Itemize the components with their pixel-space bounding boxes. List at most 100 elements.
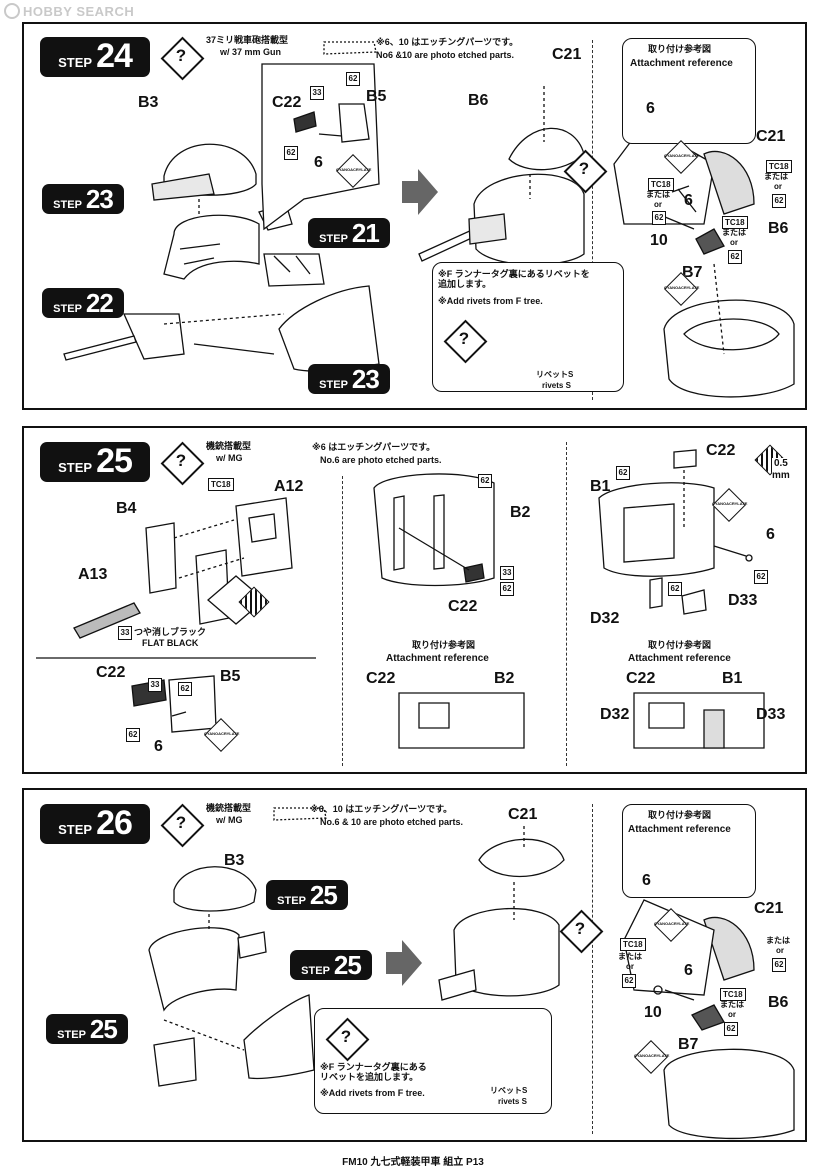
attach-jp: 取り付け参考図	[412, 640, 476, 650]
paint-62d: 62	[500, 582, 514, 596]
turn-over-icon: ?	[160, 36, 205, 81]
variant-jp: 37ミリ戦車砲搭載型	[206, 35, 289, 45]
label-c22: C22	[96, 664, 126, 681]
or-en-c: or	[730, 238, 738, 247]
label-c22-ref: C22	[366, 670, 396, 687]
paint-62d: 62	[772, 194, 786, 208]
paint-62b: 62	[724, 1022, 738, 1036]
or-en-c: or	[776, 946, 784, 955]
label-b3: B3	[224, 852, 245, 869]
tc18-b: TC18	[720, 988, 746, 1001]
tc18-a: TC18	[648, 178, 674, 191]
label-b7: B7	[682, 264, 703, 281]
label-d33-ref: D33	[756, 706, 786, 723]
etched-note-en: No.6 are photo etched parts.	[320, 455, 442, 465]
attach-en: Attachment reference	[386, 653, 489, 664]
paint-62b: 62	[126, 728, 140, 742]
rivets-s-en: rivets S	[498, 1097, 527, 1106]
label-d33: D33	[728, 592, 758, 609]
cyanoacrylate-icon-2: CYANOACRYLATE	[634, 1040, 669, 1074]
or-en-b: or	[774, 182, 782, 191]
paint-33: 33	[310, 86, 324, 100]
attach-en: Attachment reference	[630, 58, 733, 69]
label-b2: B2	[510, 504, 531, 521]
attach-en: Attachment reference	[628, 824, 731, 835]
paint-62b: 62	[284, 146, 298, 160]
turn-over-icon: ?	[160, 803, 205, 848]
label-a12: A12	[274, 478, 304, 495]
or-jp-c: または	[722, 228, 746, 237]
label-b5: B5	[220, 668, 241, 685]
tc18-a: TC18	[620, 938, 646, 951]
tc18: TC18	[208, 478, 234, 491]
or-en-b: or	[728, 1010, 736, 1019]
divider	[592, 40, 593, 400]
turn-over-icon-2: ?	[563, 149, 608, 194]
label-b1: B1	[590, 478, 611, 495]
label-b4: B4	[116, 500, 137, 517]
paint-62a: 62	[178, 682, 192, 696]
attach-jp: 取り付け参考図	[648, 810, 712, 820]
attachment-reference-box	[622, 804, 756, 898]
cyanoacrylate-icon-3: CYANOACRYLATE	[664, 272, 699, 306]
or-en-a: or	[626, 962, 634, 971]
etched-note-jp: ※6、10 はエッチングパーツです。	[376, 37, 519, 47]
label-c21-ref: C21	[754, 900, 784, 917]
hobby-search-logo-icon	[4, 3, 20, 19]
cyanoacrylate-icon-2: CYANOACRYLATE	[664, 140, 699, 174]
variant-en: w/ MG	[216, 815, 243, 825]
cyanoacrylate-icon: CYANOACRYLATE	[654, 908, 689, 942]
label-6: 6	[314, 154, 323, 171]
label-6b: 6	[684, 962, 693, 979]
flow-arrow-icon	[402, 169, 438, 215]
label-b1-ref: B1	[722, 670, 743, 687]
rivet-note-jp: ※F ランナータグ裏にある リベットを追加します。	[320, 1062, 427, 1083]
variant-jp: 機銃搭載型	[206, 803, 252, 813]
flat-black-en: FLAT BLACK	[142, 638, 199, 648]
or-jp-a: または	[646, 190, 670, 199]
paint-33a: 33	[148, 678, 162, 692]
page-footer: FM10 九七式軽装甲車 組立 P13	[342, 1157, 484, 1168]
label-d32: D32	[590, 610, 620, 627]
cyanoacrylate-icon-2: CYANOACRYLATE	[712, 488, 747, 522]
rivet-note-en: ※Add rivets from F tree.	[438, 296, 543, 306]
label-b2-ref: B2	[494, 670, 515, 687]
label-a13: A13	[78, 566, 108, 583]
paint-62g: 62	[668, 582, 682, 596]
rivet-note-jp: ※F ランナータグ裏にあるリベットを 追加します。	[438, 269, 590, 290]
label-c21: C21	[508, 806, 538, 823]
label-10: 10	[644, 1004, 662, 1021]
no-glue-icon	[238, 586, 270, 618]
etched-note-en: No6 &10 are photo etched parts.	[376, 50, 515, 60]
paint-62c: 62	[772, 958, 786, 972]
watermark: HOBBY SEARCH	[4, 3, 134, 19]
etched-note-en: No.6 & 10 are photo etched parts.	[320, 817, 464, 827]
turn-over-icon-3: ?	[443, 319, 488, 364]
divider-2	[566, 442, 567, 766]
label-c21-ref: C21	[756, 128, 786, 145]
label-6b: 6	[766, 526, 775, 543]
label-c22-ref2: C22	[626, 670, 656, 687]
flow-arrow-icon	[386, 940, 422, 986]
tc18-c: TC18	[722, 216, 748, 229]
turn-over-icon-2: ?	[559, 909, 604, 954]
paint-62a: 62	[622, 974, 636, 988]
label-b6: B6	[468, 92, 489, 109]
label-c22b: C22	[448, 598, 478, 615]
label-6b: 6	[684, 192, 693, 209]
label-b7: B7	[678, 1036, 699, 1053]
attach-jp: 取り付け参考図	[648, 44, 712, 54]
paint-62f: 62	[754, 570, 768, 584]
label-b6: B6	[768, 994, 789, 1011]
or-en-a: or	[654, 200, 662, 209]
rivets-s-en: rivets S	[542, 381, 571, 390]
turn-over-icon: ?	[160, 441, 205, 486]
